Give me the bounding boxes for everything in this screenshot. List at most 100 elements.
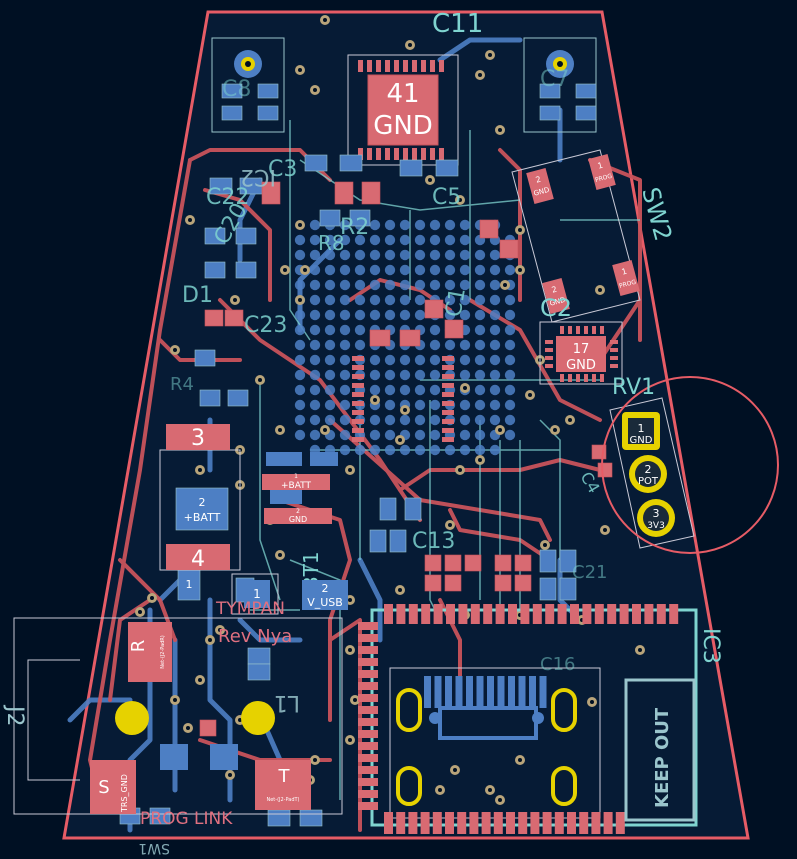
bga-pad	[324, 384, 336, 396]
silk-c7: C7	[540, 67, 569, 92]
bga-pad	[339, 384, 351, 396]
bga-pad	[429, 264, 441, 276]
bga-pad	[294, 234, 306, 246]
bga-pad	[339, 399, 351, 411]
bga-pad	[339, 279, 351, 291]
bga-pad	[474, 444, 486, 456]
bga-pad	[429, 234, 441, 246]
bga-pad	[444, 234, 456, 246]
bga-pad	[384, 414, 396, 426]
bga-pad	[429, 414, 441, 426]
bga-pad	[459, 399, 471, 411]
bga-pad	[294, 249, 306, 261]
bt1-pad2-net: +BATT	[184, 511, 221, 524]
silk-rv1: RV1	[612, 375, 655, 400]
bga-pad	[489, 339, 501, 351]
thin-signal-traces	[250, 120, 640, 800]
bga-pad	[339, 294, 351, 306]
mounting-hole-right	[523, 37, 597, 133]
bga-pad	[414, 354, 426, 366]
silkscreen-labels: C5 C3 C22 C20 C8 C7 R2 D1 C23 R8 C1 C13 …	[170, 67, 607, 675]
bga-pad	[294, 369, 306, 381]
bga-pad	[399, 354, 411, 366]
usb-supply-pads: 1 2 V_USB	[231, 573, 348, 615]
bga-pad	[399, 279, 411, 291]
bga-pad	[309, 369, 321, 381]
bga-pad	[489, 444, 501, 456]
bga-pad	[384, 219, 396, 231]
bga-pad	[384, 249, 396, 261]
bga-pad	[324, 369, 336, 381]
rv1-pin1-net: GND	[630, 435, 653, 446]
keep-out-zone: KEEP OUT	[624, 678, 696, 822]
bga-pad	[354, 264, 366, 276]
qfn-ic-right-pin-number: 17	[573, 342, 590, 357]
bga-pad	[309, 309, 321, 321]
bga-pad	[384, 384, 396, 396]
bga-pad	[414, 264, 426, 276]
bga-pad	[414, 309, 426, 321]
silk-rev: Rev Nya	[218, 626, 292, 647]
sw2-pin2b-net: GND	[549, 296, 567, 308]
bt1-pad2-num: 2	[199, 496, 206, 509]
bga-pad	[354, 234, 366, 246]
silk-c8: C8	[222, 77, 251, 102]
silk-c16: C16	[540, 654, 575, 675]
bga-pad	[354, 279, 366, 291]
bga-pad	[294, 384, 306, 396]
bga-pad	[309, 279, 321, 291]
back-silkscreen-labels: IC2 L1 SW1	[138, 164, 300, 856]
bga-pad	[369, 294, 381, 306]
bga-pad	[324, 354, 336, 366]
front-passives	[199, 181, 613, 737]
silk-c5: C5	[432, 185, 461, 210]
bga-pad	[459, 279, 471, 291]
cap-batt-gnd: 1 +BATT 2 GND	[262, 452, 338, 524]
bga-pad	[489, 279, 501, 291]
silk-l1: L1	[274, 690, 300, 715]
bga-pad	[399, 414, 411, 426]
bga-pad	[354, 249, 366, 261]
bt1-pad3: 3	[191, 426, 205, 451]
bga-pad	[324, 249, 336, 261]
bga-pad	[459, 444, 471, 456]
bga-pad	[459, 339, 471, 351]
j2-t-net: Net-(J2-PadT)	[266, 797, 299, 803]
bga-pad	[339, 354, 351, 366]
bga-pad	[399, 294, 411, 306]
bga-pad	[339, 234, 351, 246]
bga-pad	[444, 294, 456, 306]
silk-prog-link: PROG LINK	[140, 809, 233, 829]
audio-jack-j2: R Net-(J2-PadR) S TRS_GND T Net-(J2-PadT…	[13, 617, 343, 815]
bga-pad	[459, 219, 471, 231]
bga-pad	[309, 294, 321, 306]
rv1-pin1-num: 1	[638, 422, 645, 435]
usb-connector-footprint	[358, 604, 698, 834]
bga-pad	[324, 234, 336, 246]
bga-pad	[399, 444, 411, 456]
bga-pad	[294, 324, 306, 336]
bga-pad	[459, 354, 471, 366]
bga-pad	[339, 249, 351, 261]
bga-pad	[369, 414, 381, 426]
j2-r-net: Net-(J2-PadR)	[160, 635, 166, 668]
bga-pad	[369, 384, 381, 396]
bga-pad	[504, 414, 516, 426]
bga-pad	[429, 324, 441, 336]
bga-pad	[294, 279, 306, 291]
bga-pad	[504, 294, 516, 306]
bga-pad	[354, 309, 366, 321]
j2-s-net: TRS_GND	[120, 774, 129, 813]
bga-pad	[444, 444, 456, 456]
silk-c22: C22	[206, 185, 249, 210]
bga-pad	[354, 294, 366, 306]
mounting-hole-left	[211, 37, 285, 133]
bga-pad	[489, 414, 501, 426]
bga-pad	[399, 384, 411, 396]
bga-pad	[414, 384, 426, 396]
cap-pad2-num: 2	[296, 508, 300, 515]
bga-pad	[474, 339, 486, 351]
silk-c21: C21	[572, 562, 607, 583]
bga-pad	[369, 264, 381, 276]
j2-t-label: T	[278, 766, 291, 787]
